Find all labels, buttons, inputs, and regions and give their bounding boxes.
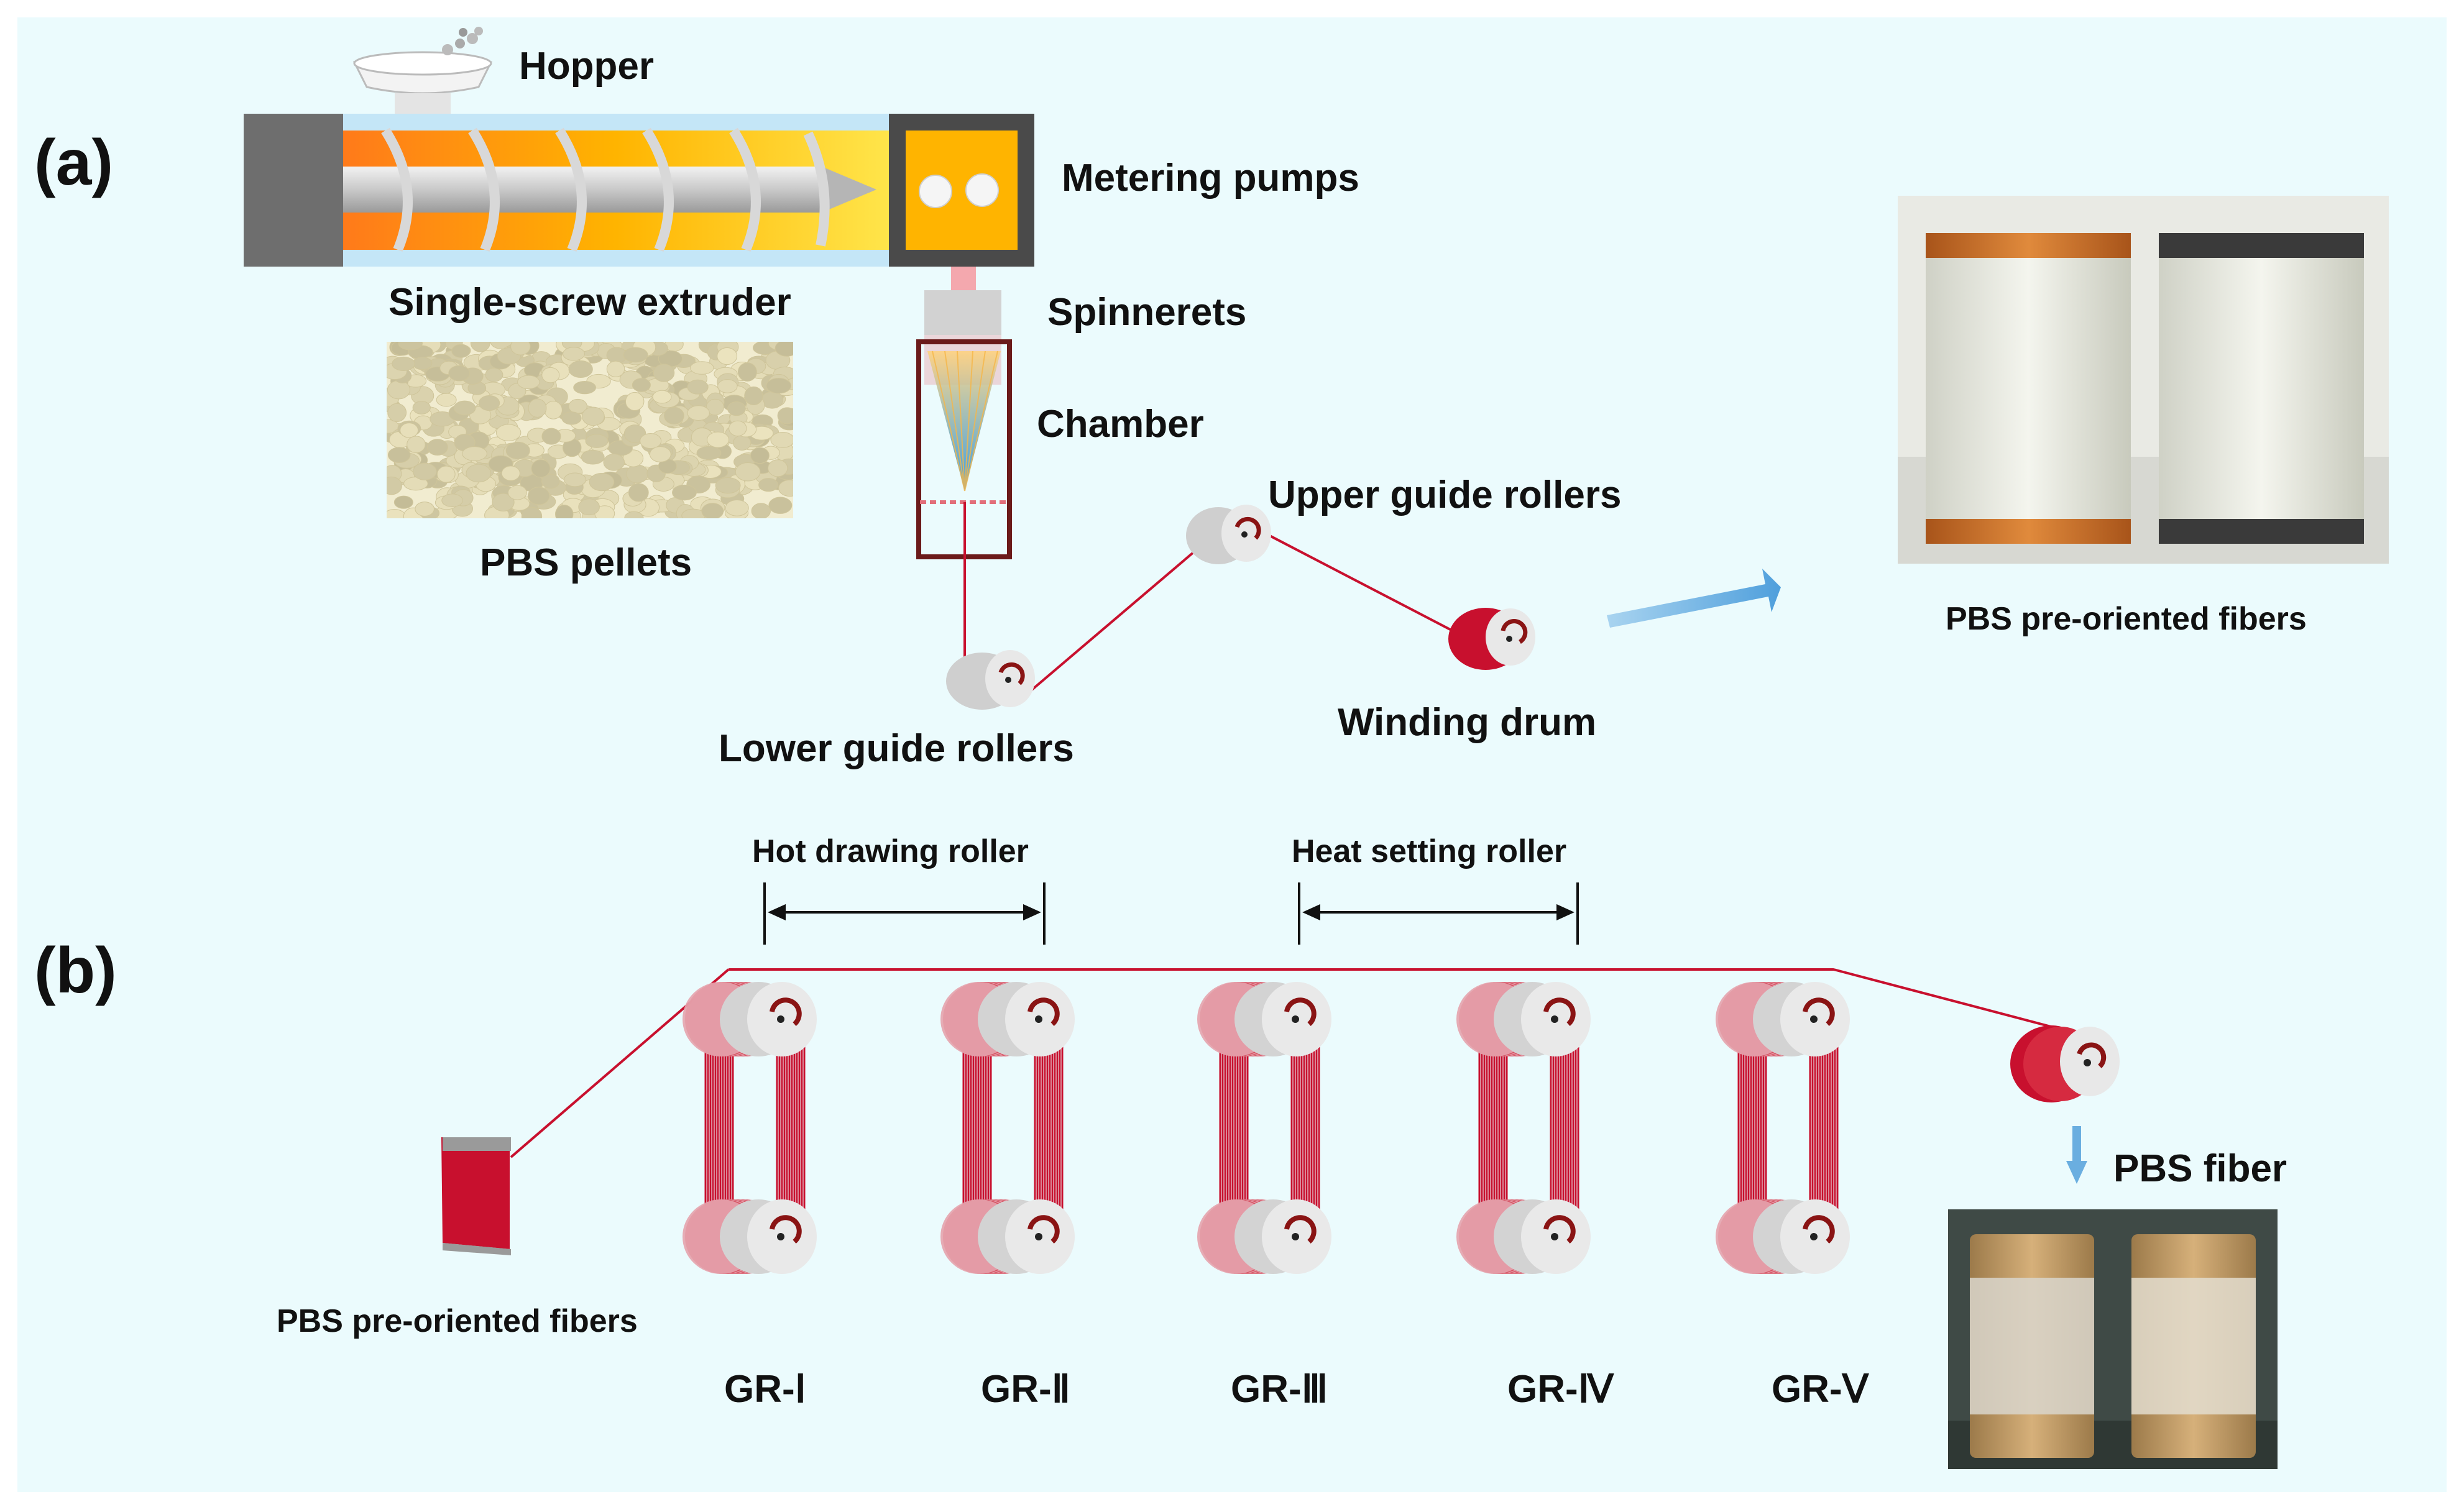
godet-pair: [683, 982, 817, 1274]
single-screw-extruder: [244, 114, 1034, 267]
dimension-arrows: [763, 882, 1579, 945]
pbs-pellets-photo: [387, 342, 793, 518]
preoriented-fibers-label-a: PBS pre-oriented fibers: [1946, 601, 2307, 637]
flow-arrow: [1607, 569, 1781, 628]
chamber-label: Chamber: [1037, 403, 1204, 446]
godet-pair: [940, 982, 1075, 1274]
upper-guide-rollers-label: Upper guide rollers: [1268, 474, 1622, 516]
preoriented-fibers-label-b: PBS pre-oriented fibers: [277, 1303, 638, 1339]
roller-label-5: GR-Ⅴ: [1772, 1368, 1869, 1411]
down-arrow: [2066, 1126, 2087, 1184]
hopper-label: Hopper: [519, 45, 654, 88]
roller-label-4: GR-Ⅳ: [1507, 1368, 1614, 1411]
preoriented-fibers-photo: [1898, 196, 2389, 564]
roller-label-1: GR-Ⅰ: [724, 1368, 806, 1411]
panel-b-label: (b): [34, 935, 117, 1007]
lower-guide-roller: [946, 650, 1035, 710]
godet-pair: [1456, 982, 1591, 1274]
panel-a-label: (a): [34, 127, 114, 199]
godet-pair: [1197, 982, 1331, 1274]
godet-pair: [1716, 982, 1850, 1274]
pbs-fiber-photo: [1948, 1209, 2278, 1469]
pbs-fiber-label: PBS fiber: [2113, 1147, 2287, 1190]
spinnerets-label: Spinnerets: [1047, 291, 1247, 334]
lower-guide-rollers-label: Lower guide rollers: [719, 727, 1074, 770]
extruder-label: Single-screw extruder: [388, 281, 791, 324]
source-bobbin: [441, 1137, 511, 1255]
pbs-pellets-label: PBS pellets: [480, 541, 692, 584]
roller-label-2: GR-Ⅱ: [981, 1368, 1071, 1411]
metering-pumps-label: Metering pumps: [1062, 157, 1359, 199]
heat-setting-roller-label: Heat setting roller: [1292, 833, 1567, 869]
hot-drawing-roller-label: Hot drawing roller: [752, 833, 1029, 869]
winding-drum: [1448, 608, 1535, 670]
upper-guide-roller: [1186, 505, 1271, 564]
hopper: [352, 27, 493, 115]
final-winder: [2010, 1025, 2120, 1102]
spinneret-chamber: [916, 267, 1012, 689]
winding-drum-label: Winding drum: [1338, 701, 1597, 744]
roller-label-3: GR-Ⅲ: [1231, 1368, 1328, 1411]
godet-rollers: [683, 982, 1850, 1274]
